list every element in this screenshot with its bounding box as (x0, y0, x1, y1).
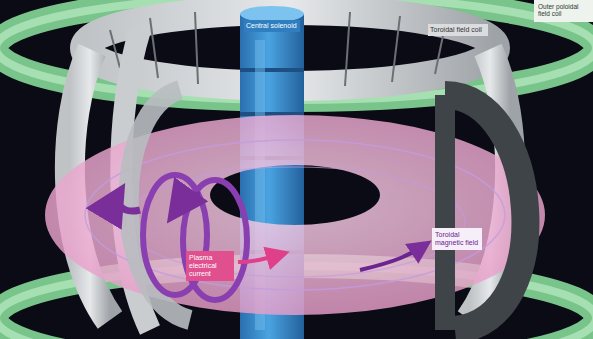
label-text: Plasma electrical current (189, 254, 231, 278)
field-label: Toroidal magnetic field (432, 228, 482, 250)
current-label: Plasma electrical current (186, 251, 234, 281)
label-text: Central solenoid (246, 22, 298, 30)
label-text: Toroidal magnetic field (435, 231, 479, 247)
label-text: Outer poloidal field coil (538, 3, 590, 18)
label-text: Toroidal field coil (430, 26, 486, 34)
solenoid-label: Central solenoid (244, 20, 300, 32)
coil-label: Outer poloidal field coil (537, 2, 591, 19)
coil-label: Toroidal field coil (428, 24, 488, 36)
